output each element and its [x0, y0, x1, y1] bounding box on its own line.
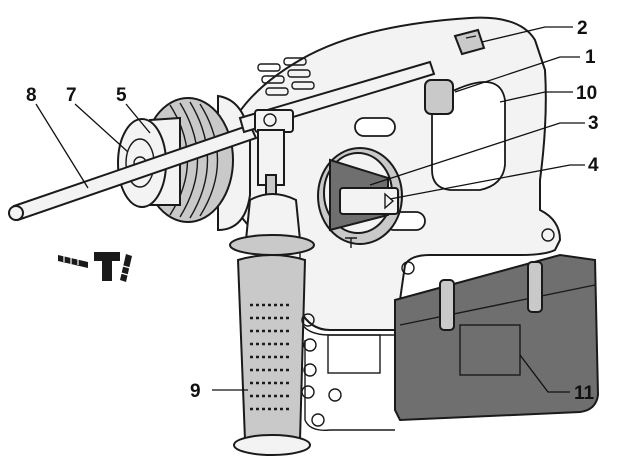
battery-label — [459, 324, 521, 376]
drill-bit-icon — [58, 255, 88, 268]
callout-8: 8 — [26, 85, 37, 106]
callout-1: 1 — [585, 47, 596, 68]
callout-labels: 2 1 10 3 4 5 7 8 9 11 — [26, 18, 599, 404]
rotation-selector-switch[interactable] — [453, 28, 486, 56]
on-off-switch[interactable] — [424, 79, 454, 115]
callout-4: 4 — [588, 155, 599, 176]
grip-texture — [250, 303, 290, 411]
callout-9: 9 — [190, 381, 201, 402]
callout-3: 3 — [588, 113, 599, 134]
top-vents — [257, 57, 315, 96]
chisel-icon — [120, 254, 132, 282]
callout-5: 5 — [116, 85, 127, 106]
hammer-mode-mark — [345, 237, 357, 248]
depth-stop-clamp[interactable] — [254, 109, 294, 133]
leader-lines — [35, 26, 585, 393]
mode-lock-button[interactable] — [339, 187, 399, 215]
callout-2: 2 — [577, 18, 588, 39]
callout-10: 10 — [576, 83, 597, 104]
mode-selector — [317, 147, 403, 248]
callout-7: 7 — [66, 85, 77, 106]
battery-pack — [394, 253, 600, 422]
callout-11: 11 — [574, 383, 595, 404]
handle-grip[interactable] — [236, 254, 307, 447]
auxiliary-handle — [229, 109, 317, 456]
mode-symbols — [58, 252, 132, 282]
hammer-icon — [94, 252, 120, 281]
rating-plate — [327, 334, 381, 374]
battery-latch-right[interactable] — [527, 261, 543, 313]
battery-latch-left[interactable] — [439, 279, 455, 331]
side-vent-upper — [354, 117, 396, 137]
